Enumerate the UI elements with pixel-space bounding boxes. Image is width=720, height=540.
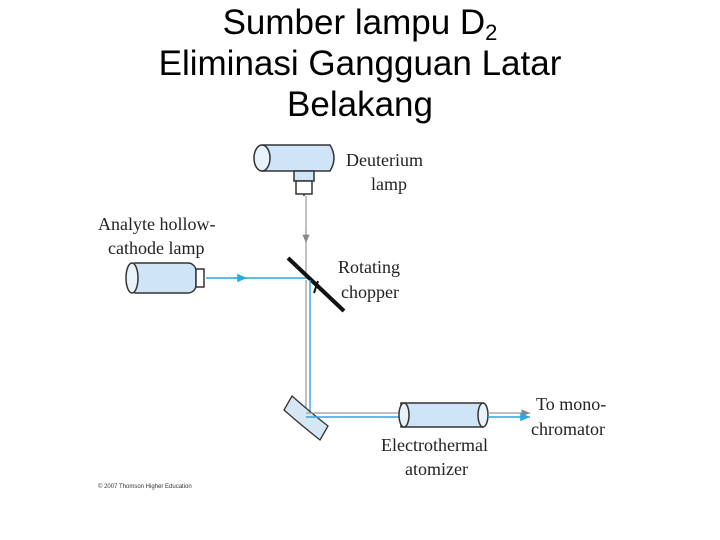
title-line-2: Eliminasi Gangguan Latar xyxy=(158,44,562,83)
copyright-text: © 2007 Thomson Higher Education xyxy=(98,483,192,490)
chopper-label-line-2: chopper xyxy=(341,282,399,302)
deuterium-lamp xyxy=(253,144,335,196)
title-line-1: Sumber lampu D2 xyxy=(222,3,498,45)
analyte-label-line-1: Analyte hollow- xyxy=(98,214,215,234)
electrothermal-atomizer xyxy=(398,402,489,428)
deuterium-label-line-1: Deuterium xyxy=(346,150,423,170)
atomizer-label-line-2: atomizer xyxy=(405,459,468,479)
deuterium-label-line-2: lamp xyxy=(371,174,407,194)
hollow-cathode-lamp xyxy=(125,262,205,294)
rotating-chopper xyxy=(286,256,346,313)
monochromator-label-line-1: To mono- xyxy=(536,394,606,414)
chopper-label-line-1: Rotating xyxy=(338,257,400,277)
atomizer-label-line-1: Electrothermal xyxy=(381,435,488,455)
monochromator-label-line-2: chromator xyxy=(531,419,605,439)
mirror xyxy=(283,394,329,441)
title-line-3: Belakang xyxy=(287,85,433,124)
analyte-label-line-2: cathode lamp xyxy=(108,238,204,258)
slide-title: Sumber lampu D2 Eliminasi Gangguan Latar… xyxy=(0,2,720,125)
